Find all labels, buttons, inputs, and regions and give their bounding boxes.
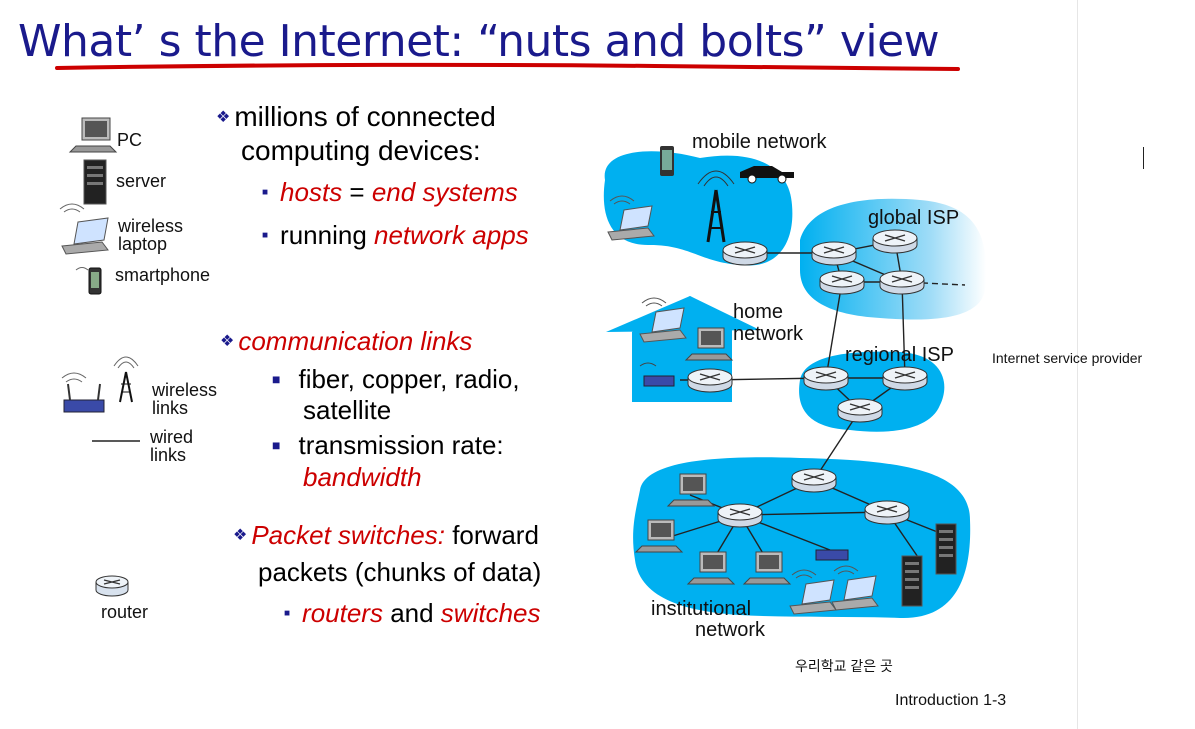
label-regional-isp: regional ISP <box>845 345 954 365</box>
router-inst-1 <box>792 469 836 492</box>
router-global-4 <box>880 271 924 294</box>
inst-server-2 <box>936 524 956 574</box>
text-cursor <box>1143 147 1144 169</box>
label-institutional-2: network <box>695 620 765 640</box>
label-mobile-network: mobile network <box>692 132 827 152</box>
korean-note: 우리학교 같은 곳 <box>795 656 893 676</box>
router-global-2 <box>873 230 917 253</box>
router-global-1 <box>812 242 856 265</box>
label-institutional-1: institutional <box>651 599 751 619</box>
router-regional-1 <box>804 367 848 390</box>
router-regional-3 <box>838 399 882 422</box>
inst-wireless-router-icon <box>816 550 848 560</box>
router-home <box>688 369 732 392</box>
label-home-1: home <box>733 302 783 322</box>
router-inst-3 <box>865 501 909 524</box>
inst-server-1 <box>902 556 922 606</box>
label-global-isp: global ISP <box>868 208 959 228</box>
router-global-3 <box>820 271 864 294</box>
router-mobile <box>723 242 767 265</box>
isp-note: Internet service provider <box>992 350 1142 366</box>
mobile-phone-icon <box>660 146 674 176</box>
router-inst-2 <box>718 504 762 527</box>
label-home-2: network <box>733 324 803 344</box>
router-regional-2 <box>883 367 927 390</box>
slide-footer: Introduction 1-3 <box>895 692 1006 710</box>
